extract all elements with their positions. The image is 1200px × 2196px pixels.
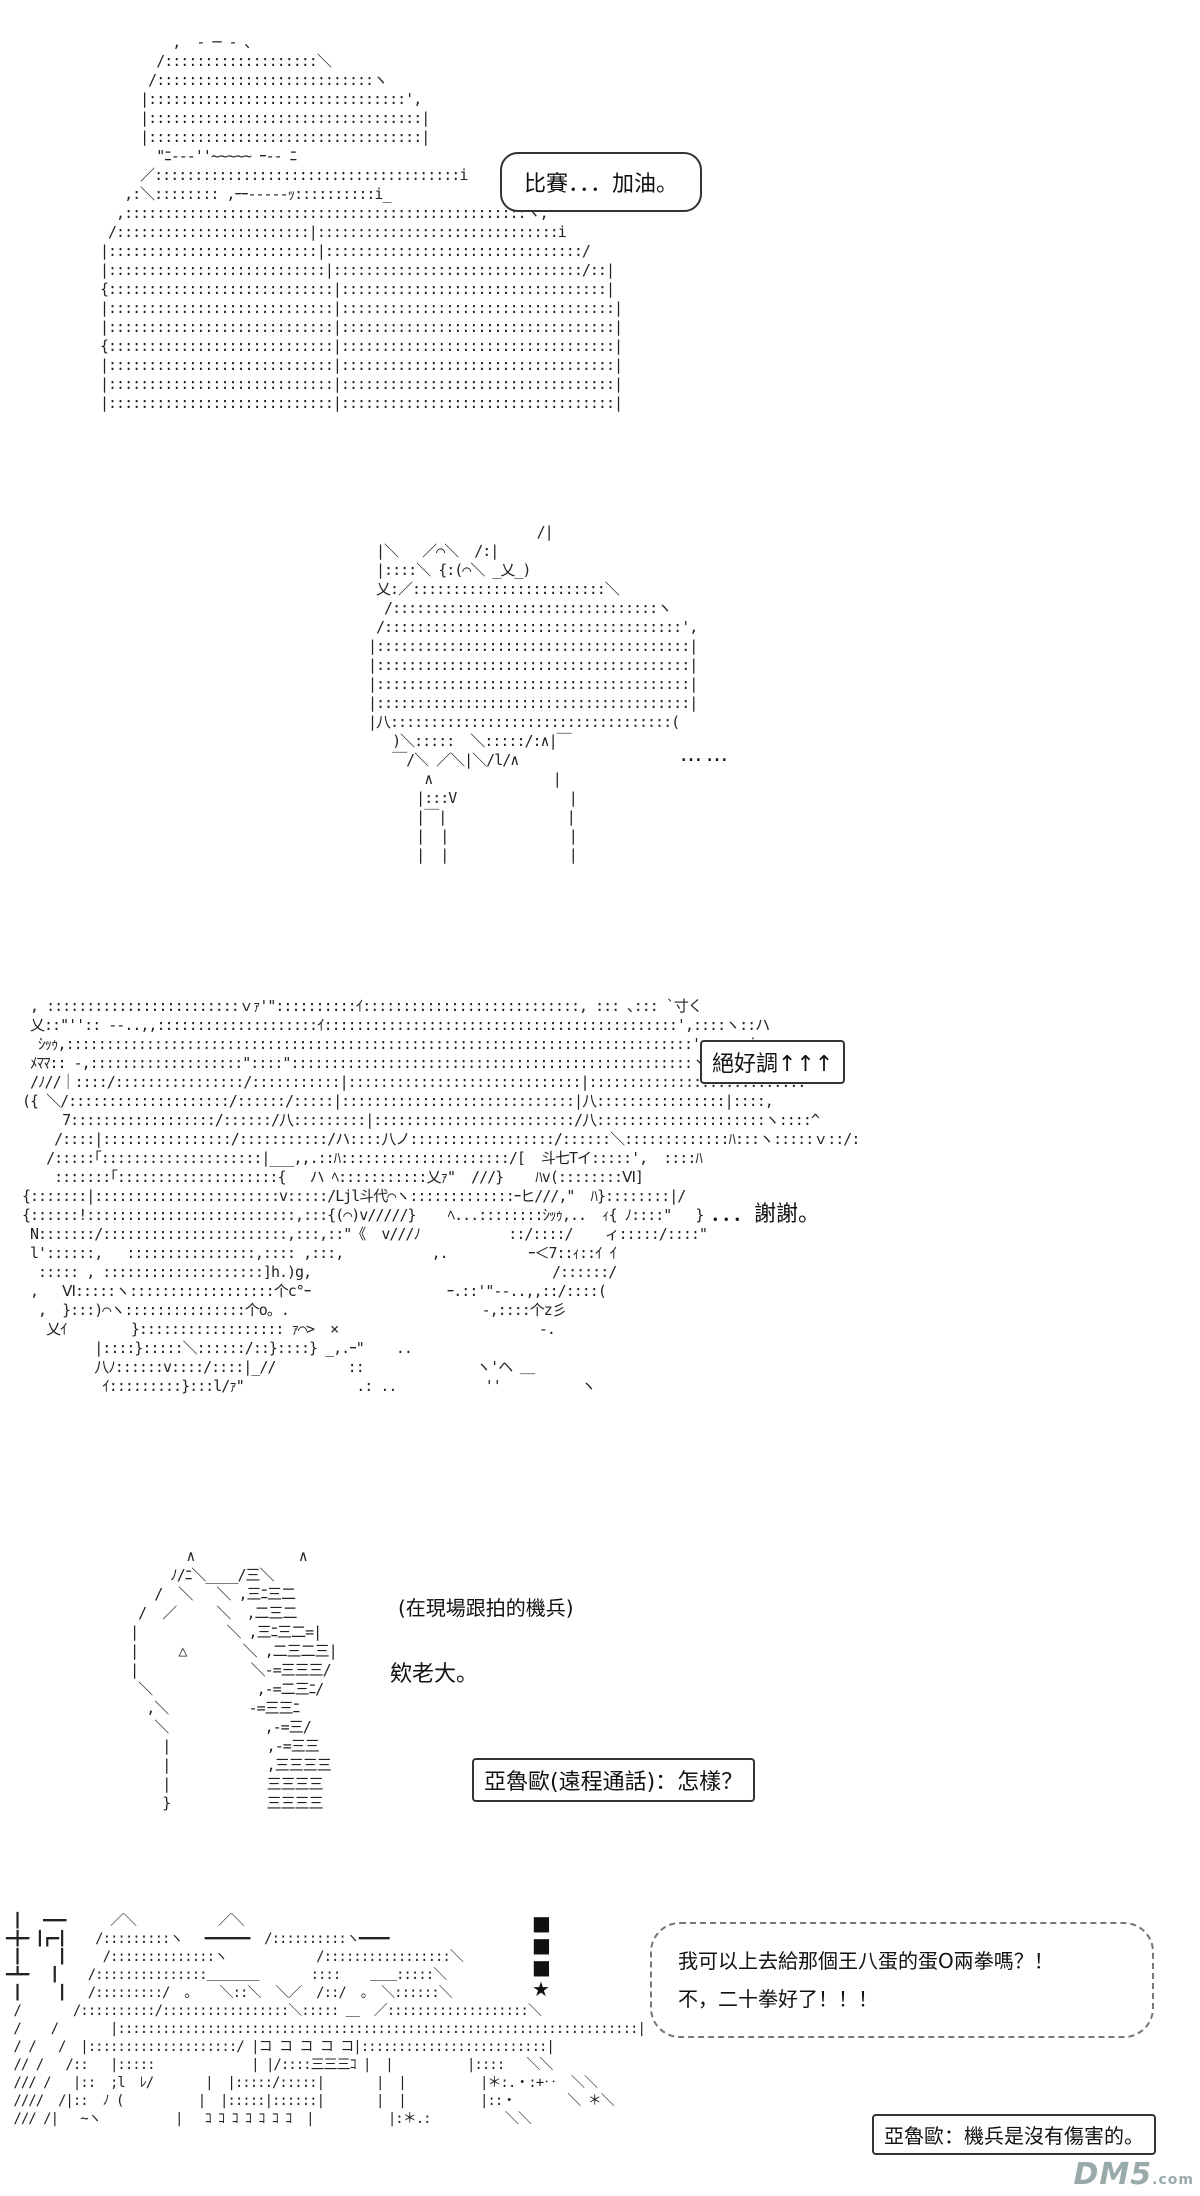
ellipsis-text: …… <box>680 742 732 767</box>
thank-you-text: ．．．謝謝。 <box>710 1202 821 1227</box>
box-text: 絕好調↑↑↑ <box>712 1052 834 1077</box>
back-view-figure-art: /| |＼ ／⌒＼ /:| |::::＼ {:(⌒＼ _乂_) 乂:／:::::… <box>368 523 698 864</box>
watermark-suffix: .com <box>1152 2172 1194 2188</box>
shout-cloud-bubble: 我可以上去給那個王八蛋的蛋O兩拳嗎？！ 不，二十拳好了！！！ <box>650 1922 1154 2038</box>
remote-call-box: 亞魯歐(遠程通話)：怎樣？ <box>472 1758 756 1802</box>
no-damage-box: 亞魯歐：機兵是沒有傷害的。 <box>872 2114 1156 2155</box>
dialogue-text: 比賽．．．加油。 <box>524 172 679 197</box>
label-box-great-condition: 絕好調↑↑↑ <box>700 1040 846 1084</box>
box-text: 亞魯歐：機兵是沒有傷害的。 <box>884 2124 1144 2148</box>
caption-text: (在現場跟拍的機兵) <box>398 1596 574 1620</box>
site-watermark-logo: DM5.com <box>1074 2157 1194 2192</box>
shout-line-2: 不，二十拳好了！！！ <box>678 1987 878 2011</box>
watermark-text: DM5 <box>1073 2157 1153 2192</box>
side-marks: ■ ■ ■ ★ <box>532 1911 551 2001</box>
shout-line-1: 我可以上去給那個王八蛋的蛋O兩拳嗎？！ <box>678 1949 1054 1973</box>
hair-closeup-art: , ::::::::::::::::::::::::ｖｧ'"::::::::::… <box>22 997 860 1395</box>
hey-boss-text: 欸老大。 <box>390 1662 479 1687</box>
hooded-figure-art: , ‐ ─ ‐ ､ /:::::::::::::::::::＼ /:::::::… <box>100 33 623 412</box>
speech-bubble-panel1: 比賽．．．加油。 <box>500 152 703 212</box>
robot-profile-art: ∧ ∧ ﾉ/ﾆ＼____/三＼ / ＼ ＼ ,三ﾆ三二 / ／ ＼ ,二三二 |… <box>130 1547 338 1812</box>
shouting-robot-art: ┃ ━━━ ／＼ ／＼ ━╋━ ┃┏━┃ /:::::::::ヽ ━━━━━━ … <box>6 1913 646 2127</box>
box-text: 亞魯歐(遠程通話)：怎樣？ <box>484 1770 744 1795</box>
